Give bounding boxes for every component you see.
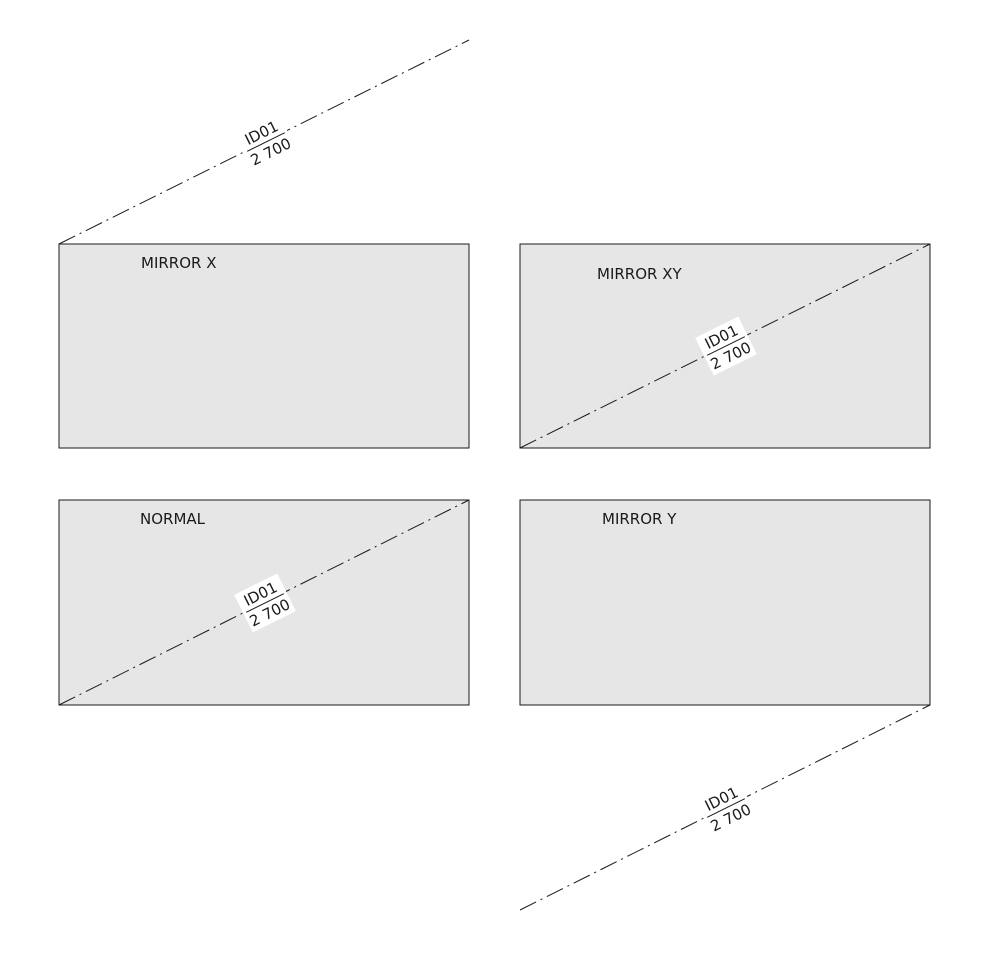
- panel-mirror-x-title: MIRROR X: [141, 254, 216, 272]
- panel-mirror-xy-title: MIRROR XY: [597, 265, 682, 283]
- dimension-line-mirror-xy[interactable]: [519, 243, 931, 449]
- tag-mirror-x[interactable]: ID01 2 700: [235, 112, 297, 172]
- tag-mirror-x-divider: [246, 132, 286, 152]
- dimension-line-mirror-x[interactable]: [58, 39, 470, 245]
- panel-mirror-x[interactable]: MIRROR X: [58, 243, 470, 449]
- tag-mirror-y[interactable]: ID01 2 700: [695, 778, 757, 838]
- tag-normal-divider: [245, 593, 285, 613]
- panel-mirror-y-title: MIRROR Y: [602, 510, 677, 528]
- dimension-line-normal[interactable]: [58, 499, 470, 706]
- panel-normal-title: NORMAL: [140, 510, 206, 528]
- panel-mirror-y[interactable]: MIRROR Y: [519, 499, 931, 706]
- dimension-line-mirror-y[interactable]: [519, 704, 931, 911]
- tag-mirror-xy-divider: [706, 336, 746, 356]
- panel-mirror-x-rect: [58, 243, 470, 449]
- tag-mirror-y-divider: [706, 798, 746, 818]
- panel-mirror-y-rect: [519, 499, 931, 706]
